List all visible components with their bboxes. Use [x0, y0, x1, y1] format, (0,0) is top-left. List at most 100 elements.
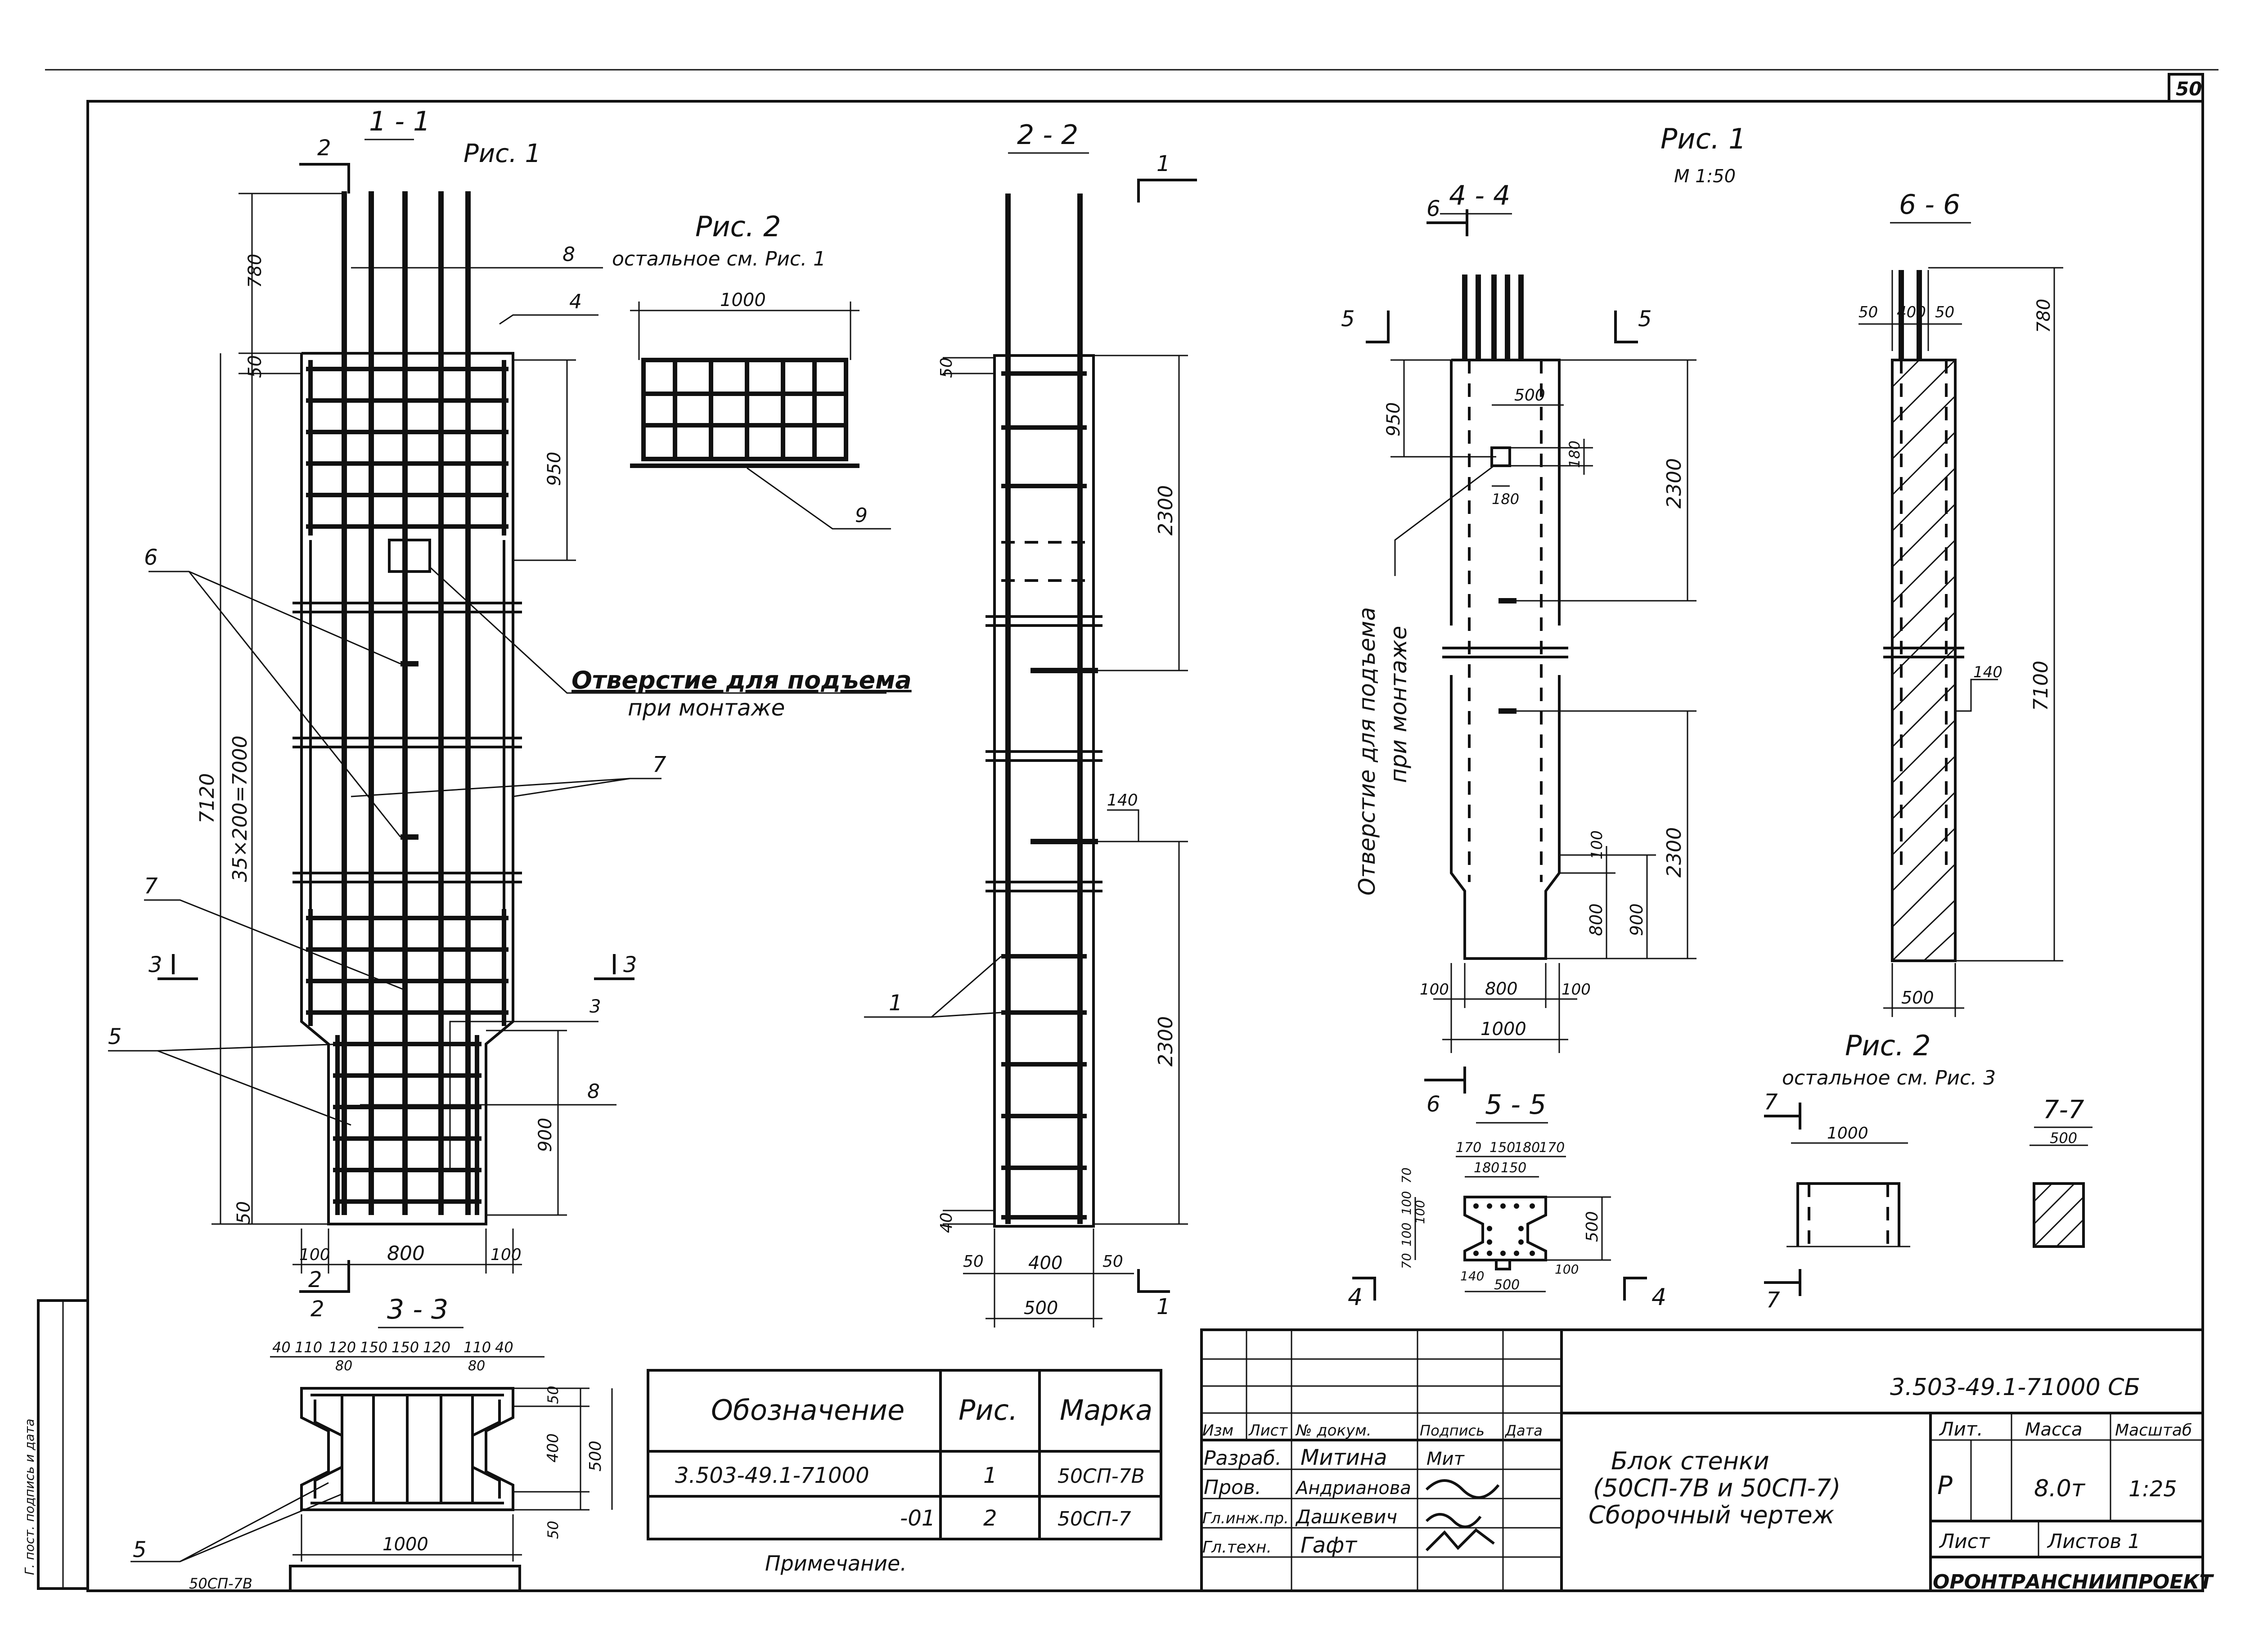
- upper-mesh: [306, 360, 508, 536]
- fig2-top-subtitle: остальное см. Рис. 1: [612, 248, 826, 270]
- dim-2300-lower: 2300: [1154, 1016, 1177, 1067]
- side-stamp: Г. пост. подпись и дата: [22, 1418, 37, 1575]
- tb-name-prov: Андрианова: [1295, 1478, 1411, 1499]
- lifting-hole: [388, 539, 431, 573]
- sheet-frame: 50 Г. пост. подпись и дата: [22, 69, 2218, 1592]
- dim-150-a: 150: [360, 1339, 387, 1356]
- fig2-right-dim: 1000: [1827, 1124, 1868, 1143]
- dim-180-5-5-a: 180: [1514, 1140, 1540, 1156]
- mark-label-3-3: 50СП-7В: [189, 1575, 252, 1592]
- spec-header-mark: Марка: [1060, 1394, 1152, 1427]
- fig2-top-callout-9: 9: [855, 504, 868, 527]
- dim-100-5-5-b: 100: [1413, 1200, 1427, 1224]
- cut-2-3-3: 2: [310, 1296, 324, 1322]
- tb-name-line1: Блок стенки: [1611, 1447, 1769, 1475]
- lower-mesh: [306, 909, 508, 1215]
- callout-3: 3: [590, 996, 601, 1017]
- dim-50-3-3-top: 50: [544, 1386, 562, 1404]
- dim-1000-4-4: 1000: [1480, 1019, 1526, 1040]
- dim-150-5-5-a: 150: [1490, 1140, 1515, 1156]
- tb-role-razrab: Разраб.: [1204, 1447, 1282, 1470]
- dim-2300-upper: 2300: [1154, 485, 1177, 536]
- callout-7: 7: [652, 752, 666, 777]
- dim-50-2-2-right: 50: [1102, 1252, 1123, 1271]
- dim-500-3-3: 500: [586, 1440, 605, 1472]
- spec-row2-fig: 2: [983, 1506, 997, 1531]
- dim-50-bottom: 50: [234, 1201, 254, 1224]
- sheet-number: 50: [2176, 78, 2202, 100]
- dim-170-5-5: 170: [1456, 1140, 1481, 1156]
- section-2-2: 2 - 2 1 50 2300 140: [864, 119, 1197, 1328]
- dim-180-below: 180: [1492, 491, 1519, 508]
- fig2-right-title: Рис. 2: [1845, 1029, 1931, 1062]
- fig2-top: Рис. 2 остальное см. Рис. 1 1000 9: [612, 210, 891, 530]
- tb-mass-header: Масса: [2025, 1419, 2083, 1440]
- callout-8: 8: [562, 243, 575, 266]
- section-5-5-title: 5 - 5: [1485, 1089, 1546, 1121]
- section-4-4: 4 - 4 6 5 5 950 500 180 180: [1341, 180, 1696, 1117]
- dim-140-2-2: 140: [1107, 791, 1138, 810]
- dim-180-right: 180: [1566, 441, 1583, 468]
- section-3-3-title: 3 - 3: [387, 1294, 448, 1325]
- section-7-7-title: 7-7: [2043, 1095, 2084, 1125]
- dim-35x200: 35×200=7000: [229, 735, 252, 882]
- dim-100-5-5-c: 100: [1399, 1223, 1414, 1247]
- tb-org: ОРОНТРАНСНИИПРОЕКТ: [1933, 1571, 2214, 1593]
- tb-name-line3: Сборочный чертеж: [1588, 1501, 1835, 1529]
- dim-80-b: 80: [468, 1358, 485, 1374]
- spec-row2-mark: 50СП-7: [1058, 1508, 1131, 1530]
- spec-row1-fig: 1: [983, 1463, 997, 1488]
- dim-100-4-4-left: 100: [1420, 981, 1449, 999]
- dim-70-5-5-a: 70: [1399, 1167, 1414, 1184]
- dim-140-6-6: 140: [1973, 663, 2002, 681]
- dim-50-6-6-right: 50: [1935, 303, 1954, 321]
- tb-sign-razrab: Мит: [1426, 1449, 1465, 1469]
- dim-40-b: 40: [495, 1339, 513, 1356]
- dim-400-2-2: 400: [1028, 1253, 1062, 1274]
- dim-900-4-4: 900: [1627, 903, 1647, 936]
- dim-100-right: 100: [490, 1246, 522, 1264]
- section-2-2-title: 2 - 2: [1017, 119, 1078, 151]
- dim-180-5-5-b: 180: [1474, 1160, 1499, 1176]
- dim-100-left: 100: [299, 1246, 330, 1264]
- section-7-7: 7-7 500: [2030, 1095, 2092, 1248]
- cut-mark-1-bottom: 1: [1156, 1294, 1170, 1319]
- dim-950-4-4: 950: [1383, 402, 1404, 437]
- fig1-scale: М 1:50: [1674, 166, 1736, 187]
- title-block: Изм Лист № докум. Подпись Дата Разраб. М…: [1200, 1328, 2214, 1593]
- cut-5-right: 5: [1638, 306, 1652, 332]
- cut-5-left: 5: [1341, 306, 1355, 332]
- tb-col-date: Дата: [1504, 1422, 1543, 1439]
- dim-950: 950: [544, 452, 565, 486]
- callout-8-bottom: 8: [587, 1080, 600, 1103]
- spec-row2-designation: -01: [900, 1506, 935, 1531]
- tb-col-izm: Изм: [1202, 1422, 1233, 1440]
- dim-7120: 7120: [196, 773, 219, 824]
- dim-50: 50: [245, 355, 266, 378]
- tb-doc-code: 3.503-49.1-71000 СБ: [1890, 1374, 2140, 1401]
- tb-sheet-label: Лист: [1939, 1530, 1990, 1553]
- dim-780-6-6: 780: [2034, 299, 2054, 333]
- dim-100-5-5-d: 100: [1555, 1262, 1579, 1277]
- section-3-3: 3 - 3 2 40 110 120 150 150 120 110 40 80…: [130, 1269, 613, 1592]
- tb-col-sign: Подпись: [1420, 1422, 1485, 1439]
- spec-header-fig: Рис.: [958, 1394, 1017, 1427]
- dim-80-a: 80: [335, 1358, 352, 1374]
- spec-header-designation: Обозначение: [711, 1394, 904, 1427]
- section-6-6: 6 - 6 50 400 50 780: [1858, 189, 2063, 1017]
- fig1-title: Рис. 1: [1660, 122, 1746, 155]
- section-1-1-title: 1 - 1: [369, 106, 430, 137]
- callout-5-3-3: 5: [133, 1537, 147, 1562]
- dim-140-5-5: 140: [1460, 1269, 1484, 1283]
- dim-100-4-4-right: 100: [1562, 981, 1591, 999]
- dim-780: 780: [245, 254, 266, 288]
- tb-lit-header: Лит.: [1939, 1418, 1983, 1440]
- fig2-top-title: Рис. 2: [695, 210, 781, 243]
- dim-100-5-5-a: 100: [1399, 1191, 1414, 1215]
- dim-110-a: 110: [295, 1339, 322, 1356]
- fig2-right: Рис. 2 остальное см. Рис. 3 7 1000 7: [1764, 1029, 1996, 1313]
- dim-500-5-5: 500: [1494, 1277, 1520, 1293]
- tb-col-list: Лист: [1248, 1422, 1288, 1440]
- cut-mark-1-top: 1: [1156, 151, 1170, 176]
